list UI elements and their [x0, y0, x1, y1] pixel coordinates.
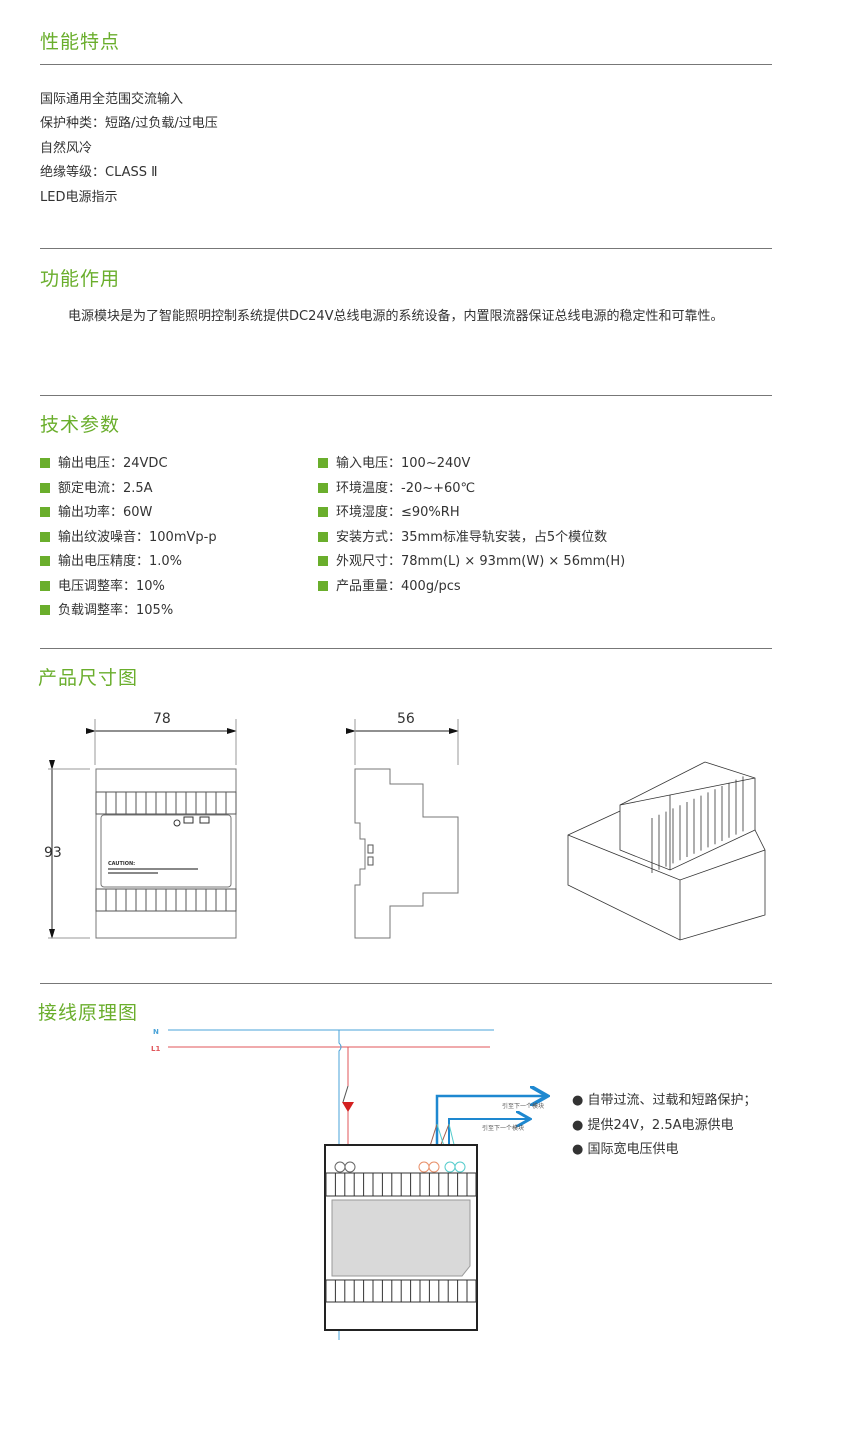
n-label: N [153, 1028, 159, 1036]
spec-item: 输出功率：60W [40, 501, 152, 520]
spec-item: 环境湿度：≤90%RH [318, 501, 460, 520]
feature-item: 自然风冷 [40, 141, 93, 156]
spec-item: 安装方式：35mm标准导轨安装，占5个模位数 [318, 526, 607, 545]
divider [40, 64, 772, 65]
feature-item: 绝缘等级：CLASS Ⅱ [40, 165, 158, 180]
spec-item: 输入电压：100~240V [318, 452, 470, 471]
height-label: 93 [44, 845, 62, 861]
feature-item: 国际通用全范围交流输入 [40, 92, 184, 107]
divider [40, 983, 772, 984]
wiring-diagram: N L1 引至下一个模块 引至下一个模块 [151, 1028, 560, 1340]
spec-item: 输出电压精度：1.0% [40, 550, 182, 569]
front-view-drawing: CAUTION: [48, 719, 237, 939]
wiring-note: ● 提供24V，2.5A电源供电 [572, 1118, 734, 1133]
function-heading: 功能作用 [40, 268, 121, 290]
divider [40, 648, 772, 649]
wiring-note: ● 国际宽电压供电 [572, 1142, 679, 1157]
spec-item: 电压调整率：10% [40, 575, 165, 594]
divider [40, 248, 772, 249]
features-heading: 性能特点 [40, 31, 121, 53]
wiring-heading: 接线原理图 [38, 1002, 139, 1024]
next-module-label: 引至下一个模块 [502, 1102, 544, 1110]
depth-label: 56 [397, 711, 415, 727]
spec-item: 输出纹波噪音：100mVp-p [40, 526, 217, 545]
isometric-view-drawing [567, 761, 766, 941]
next-module-label: 引至下一个模块 [482, 1124, 524, 1132]
spec-item: 额定电流：2.5A [40, 477, 153, 496]
spec-item: 输出电压：24VDC [40, 452, 168, 471]
wiring-note-text: 国际宽电压供电 [587, 1142, 679, 1157]
width-label: 78 [153, 711, 171, 727]
wiring-note-text: 自带过流、过载和短路保护； [587, 1093, 757, 1108]
specs-heading: 技术参数 [40, 414, 121, 436]
divider [40, 395, 772, 396]
feature-item: 保护种类：短路/过负载/过电压 [40, 116, 218, 131]
feature-item: LED电源指示 [40, 190, 118, 205]
wiring-note: ● 自带过流、过载和短路保护； [572, 1093, 757, 1108]
function-text: 电源模块是为了智能照明控制系统提供DC24V总线电源的系统设备，内置限流器保证总… [68, 309, 724, 324]
side-view-drawing [346, 719, 459, 939]
caution-label: CAUTION: [108, 861, 135, 867]
spec-item: 环境温度：-20~+60℃ [318, 477, 475, 496]
l1-label: L1 [151, 1045, 160, 1053]
spec-item: 外观尺寸：78mm(L) × 93mm(W) × 56mm(H) [318, 550, 625, 569]
spec-item: 产品重量：400g/pcs [318, 575, 461, 594]
spec-item: 负载调整率：105% [40, 599, 173, 618]
dimensions-heading: 产品尺寸图 [38, 667, 139, 689]
wiring-note-text: 提供24V，2.5A电源供电 [587, 1118, 734, 1133]
